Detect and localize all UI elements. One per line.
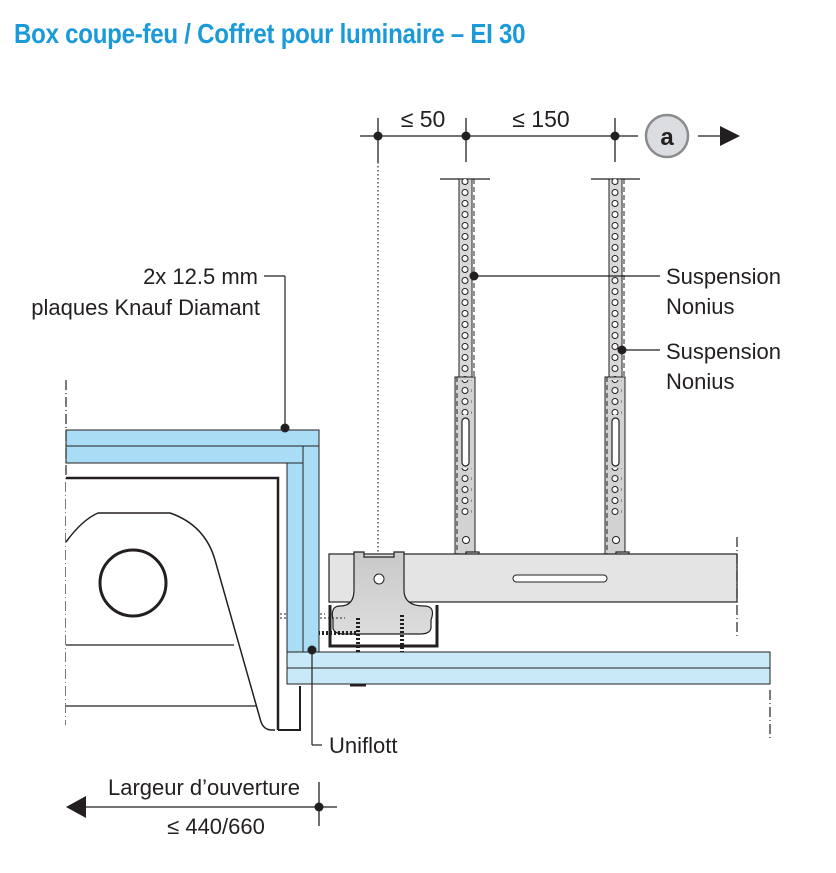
suspension-callout-2: Suspension Nonius [617, 339, 781, 394]
uniflott-label: Uniflott [329, 733, 397, 758]
dimension-top-right: ≤ 150 [512, 106, 569, 132]
opening-width-label: Largeur d’ouverture [108, 775, 300, 800]
fire-box [65, 380, 330, 731]
connector-clip [328, 551, 439, 648]
suspension-callout-1: Suspension Nonius [469, 264, 781, 319]
dimension-point [373, 131, 383, 141]
boards-callout: 2x 12.5 mm plaques Knauf Diamant [31, 264, 290, 433]
arrow-left-icon [66, 796, 86, 818]
suspension-rod-right [591, 178, 640, 600]
dimension-point [461, 131, 471, 141]
uniflott-callout: Uniflott [307, 645, 397, 758]
suspension-label-1-line2: Nonius [666, 294, 734, 319]
boards-label-line2: plaques Knauf Diamant [31, 295, 260, 320]
suspension-label-2-line2: Nonius [666, 369, 734, 394]
dimension-top-left: ≤ 50 [401, 106, 446, 132]
boards-label-line1: 2x 12.5 mm [143, 264, 258, 289]
detail-marker: a [644, 113, 740, 159]
dimension-point [610, 131, 620, 141]
top-dimension-chain: ≤ 50 ≤ 150 [360, 106, 638, 162]
marker-circle-icon [644, 113, 690, 159]
suspension-label-1-line1: Suspension [666, 264, 781, 289]
ceiling-boards [286, 651, 771, 740]
suspension-rod-left [440, 178, 490, 600]
page-title: Box coupe-feu / Coffret pour luminaire –… [14, 18, 526, 49]
opening-width-value: ≤ 440/660 [167, 814, 265, 839]
arrow-right-icon [720, 126, 740, 146]
lamp-circle [98, 548, 168, 618]
opening-width-dimension: Largeur d’ouverture ≤ 440/660 [66, 775, 337, 839]
suspension-label-2-line1: Suspension [666, 339, 781, 364]
marker-label: a [660, 124, 674, 151]
